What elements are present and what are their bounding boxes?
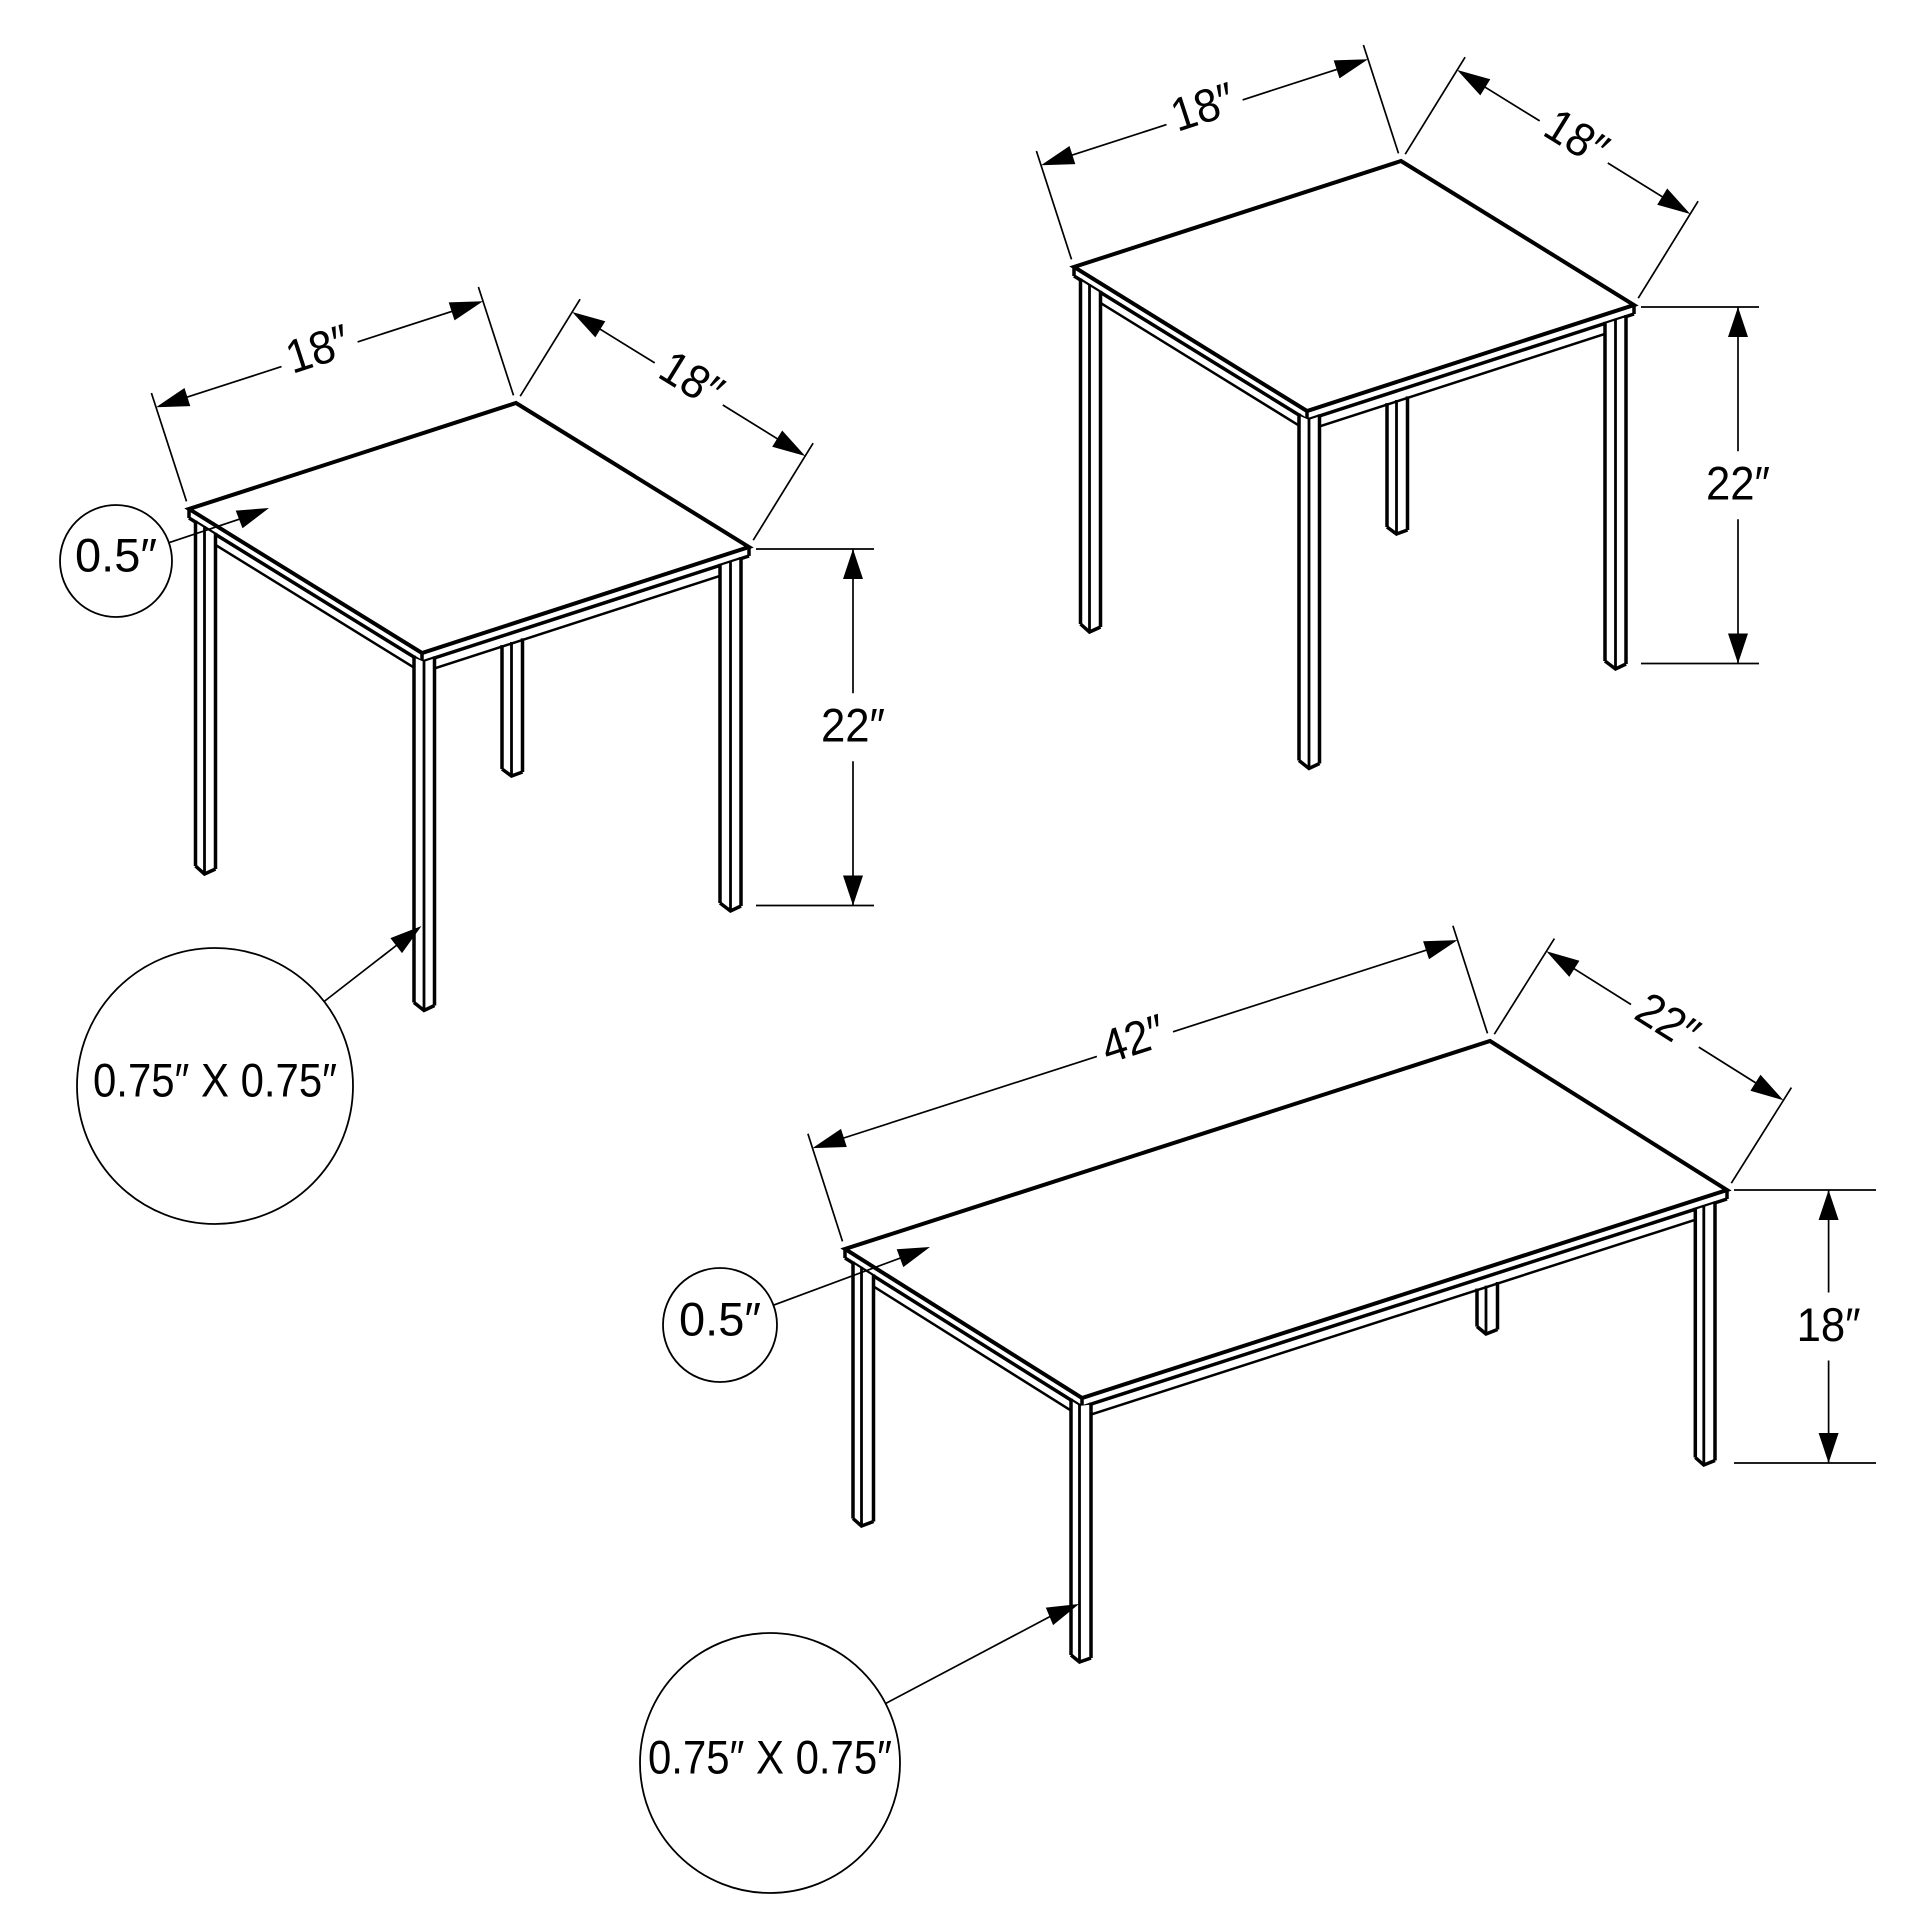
svg-text:0.75″ X 0.75″: 0.75″ X 0.75″ [648, 1731, 892, 1784]
svg-text:0.75″ X 0.75″: 0.75″ X 0.75″ [93, 1054, 337, 1107]
svg-text:18″: 18″ [1797, 1298, 1861, 1351]
svg-text:0.5″: 0.5″ [75, 529, 157, 582]
svg-text:0.5″: 0.5″ [679, 1293, 761, 1346]
svg-text:22″: 22″ [821, 699, 885, 752]
svg-text:22″: 22″ [1706, 457, 1770, 510]
